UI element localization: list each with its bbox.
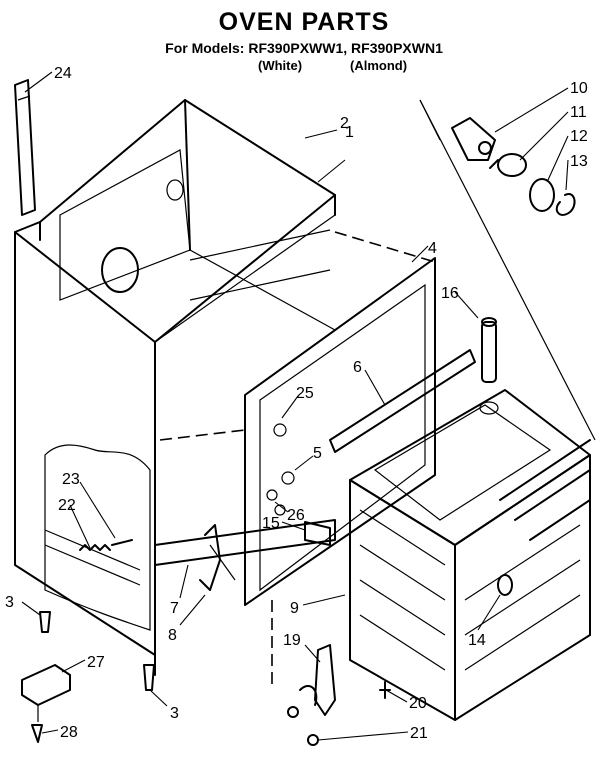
pin-part-16 bbox=[479, 317, 499, 415]
bracket-parts-19-21 bbox=[287, 644, 391, 746]
callout-3-bottom: 3 bbox=[170, 705, 179, 722]
callout-24: 24 bbox=[54, 65, 72, 82]
callout-26: 26 bbox=[287, 507, 305, 524]
callout-28: 28 bbox=[60, 724, 78, 741]
callout-5: 5 bbox=[313, 445, 322, 462]
callout-1: 1 bbox=[345, 124, 354, 141]
callout-15: 15 bbox=[262, 515, 280, 532]
oven-cabinet-drawing bbox=[14, 99, 336, 676]
leader-lines bbox=[21, 71, 569, 741]
callout-2: 2 bbox=[340, 115, 349, 132]
callout-9: 9 bbox=[290, 600, 299, 617]
oven-liner-drawing bbox=[349, 389, 591, 721]
callout-6: 6 bbox=[353, 359, 362, 376]
callout-13: 13 bbox=[570, 153, 588, 170]
variant-white-label: (White) bbox=[258, 58, 303, 73]
callout-10: 10 bbox=[570, 80, 588, 97]
strip-part-24 bbox=[14, 79, 36, 216]
callout-23: 23 bbox=[62, 471, 80, 488]
callout-22: 22 bbox=[58, 497, 76, 514]
callout-20: 20 bbox=[409, 695, 427, 712]
callout-27: 27 bbox=[87, 654, 105, 671]
lamp-assembly-drawing bbox=[419, 99, 596, 441]
screws-brackets bbox=[21, 611, 155, 743]
callout-4: 4 bbox=[428, 240, 437, 257]
callout-8: 8 bbox=[168, 627, 177, 644]
callout-12: 12 bbox=[570, 128, 588, 145]
callout-19: 19 bbox=[283, 632, 301, 649]
callout-16: 16 bbox=[441, 285, 459, 302]
frame-panel-part-4 bbox=[244, 257, 436, 606]
callout-14: 14 bbox=[468, 632, 486, 649]
callout-25: 25 bbox=[296, 385, 314, 402]
callout-21: 21 bbox=[410, 725, 428, 742]
element-rod-part-6 bbox=[329, 349, 476, 453]
callout-7: 7 bbox=[170, 600, 179, 617]
variant-almond-label: (Almond) bbox=[350, 58, 408, 73]
callout-3-left: 3 bbox=[5, 594, 14, 611]
models-line: For Models: RF390PXWW1, RF390PXWN1 bbox=[165, 40, 443, 56]
callout-11: 11 bbox=[570, 104, 587, 121]
page-title: OVEN PARTS bbox=[218, 8, 390, 36]
